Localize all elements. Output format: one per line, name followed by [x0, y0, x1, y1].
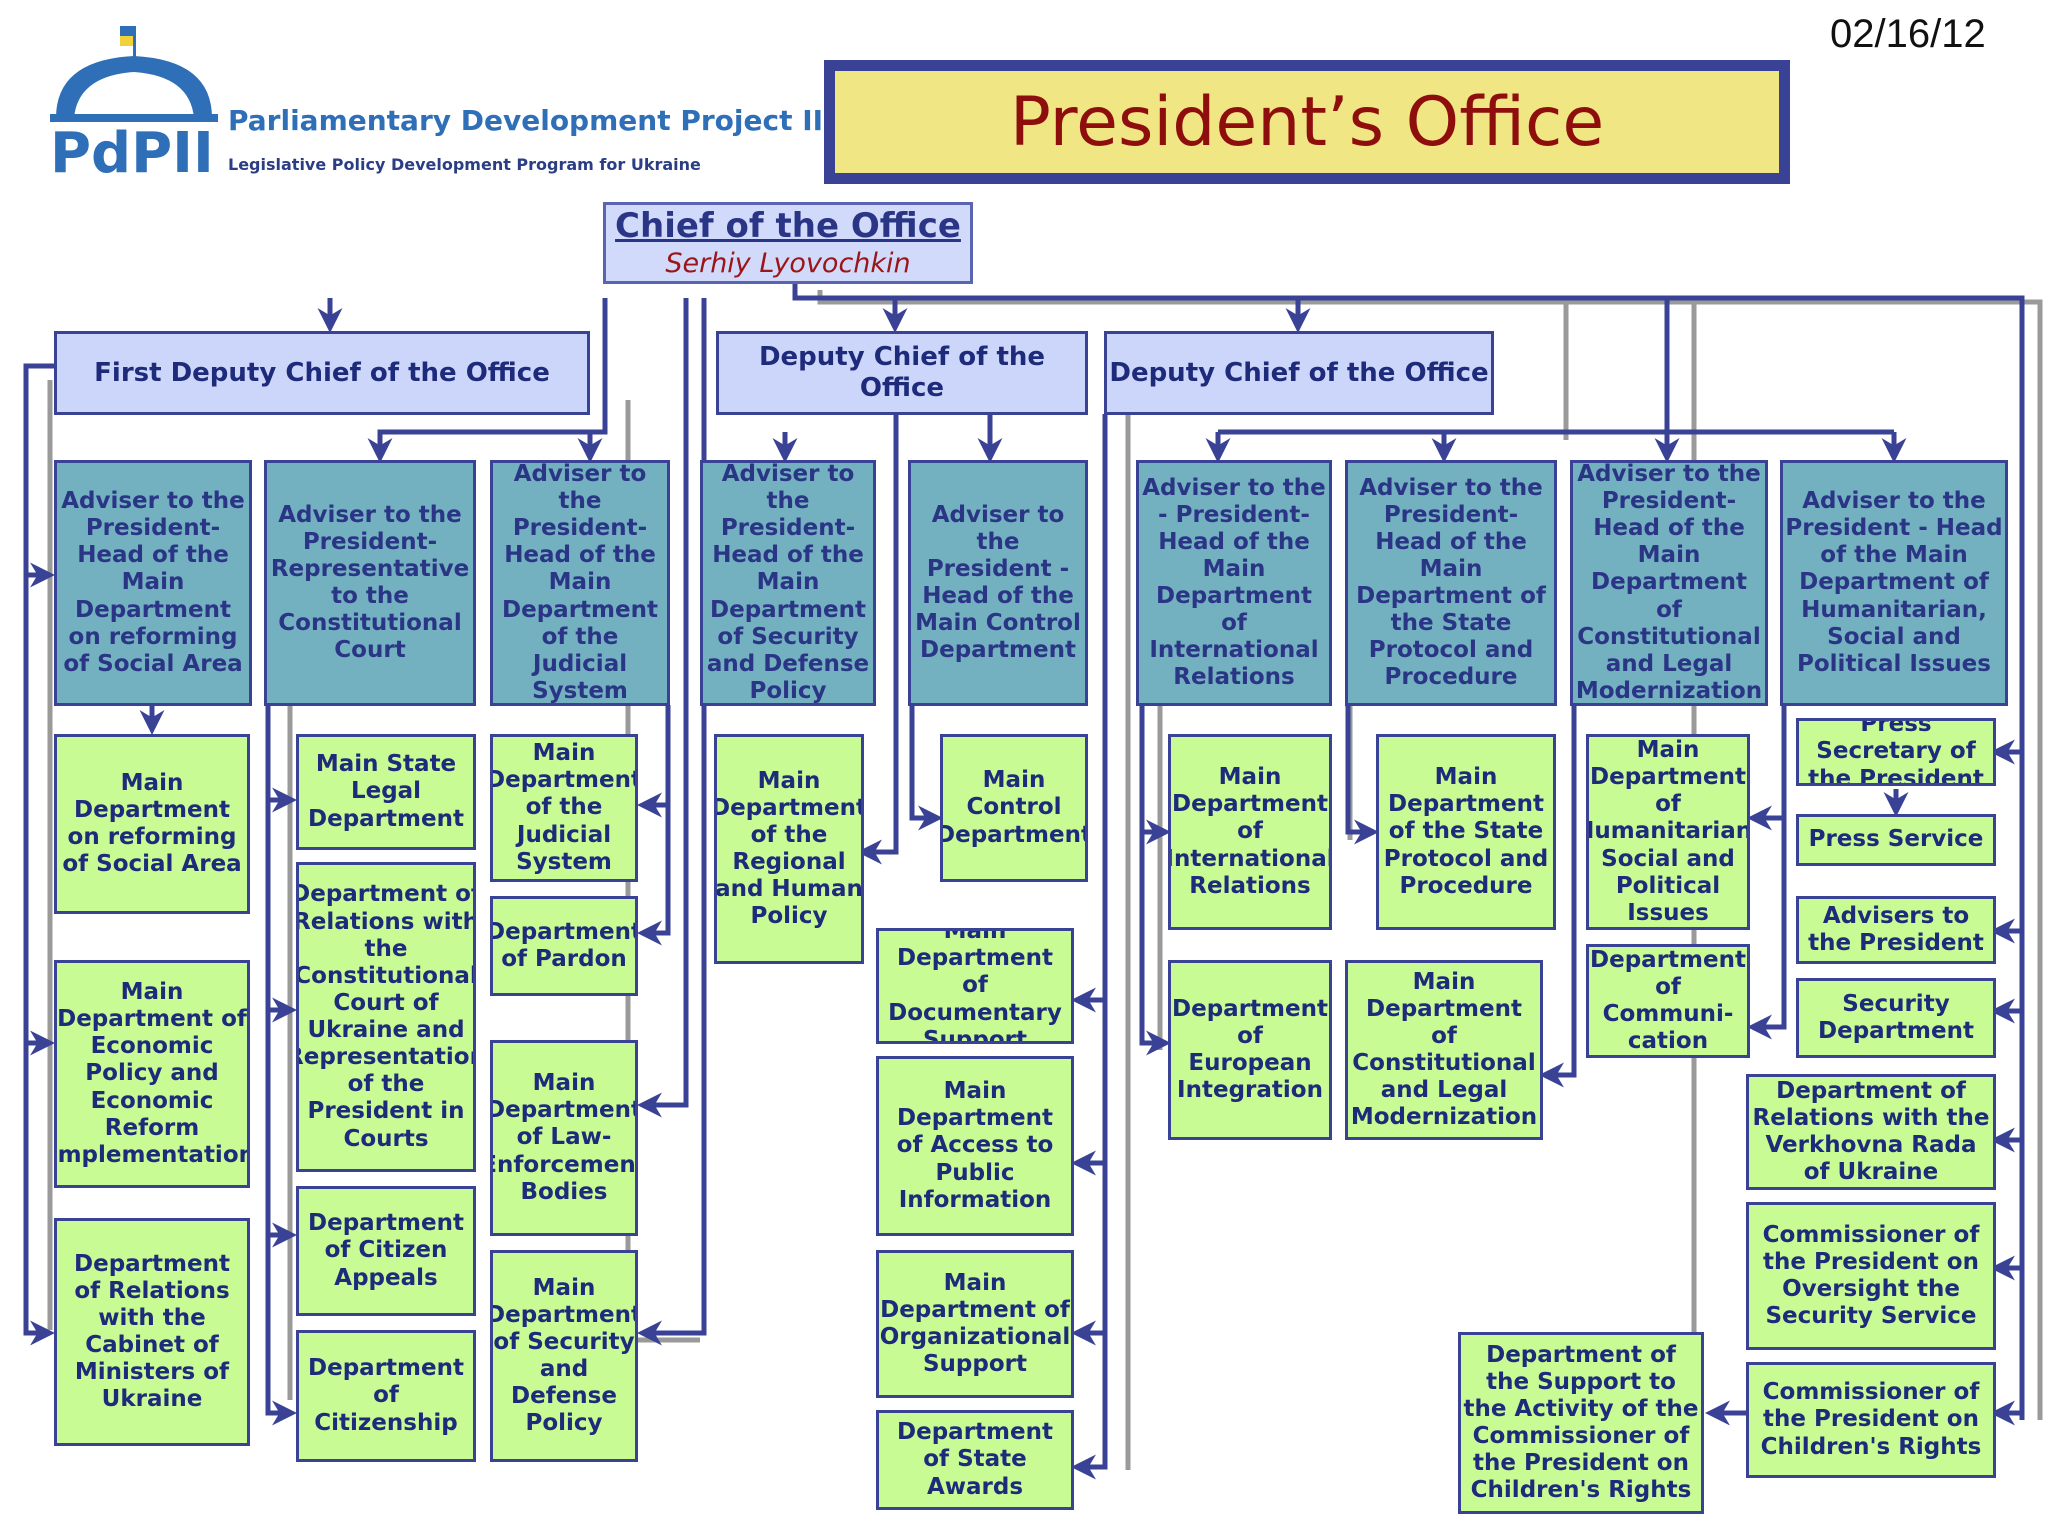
department-box: Department of European Integration — [1168, 960, 1332, 1140]
department-box: Main Department of Law-Enforcement Bodie… — [490, 1040, 638, 1236]
adviser-box: Adviser to the President - Head of the M… — [908, 460, 1088, 706]
adviser-box: Adviser to the President- Head of the Ma… — [700, 460, 876, 706]
department-box: Main Department of Access to Public Info… — [876, 1056, 1074, 1236]
department-box: Department of State Awards — [876, 1410, 1074, 1510]
chief-name: Serhiy Lyovochkin — [665, 248, 911, 280]
department-box: Press Secretary of the President — [1796, 718, 1996, 786]
deputy-box-first: First Deputy Chief of the Office — [54, 331, 590, 415]
department-box: Department of Relations with the Verkhov… — [1746, 1074, 1996, 1190]
deputy-box-second: Deputy Chief of the Office — [716, 331, 1088, 415]
department-box: Department of Citizen Appeals — [296, 1186, 476, 1316]
department-box: Department of Relations with the Constit… — [296, 862, 476, 1172]
org-subtitle: Legislative Policy Development Program f… — [228, 155, 701, 174]
page-title: President’s Office — [835, 71, 1779, 173]
adviser-box: Adviser to the President - Head of the M… — [1780, 460, 2008, 706]
department-box: Main Department of Organizational Suppor… — [876, 1250, 1074, 1398]
department-box: Department of the Support to the Activit… — [1458, 1332, 1704, 1514]
department-box: Department of Communi-cation — [1586, 944, 1750, 1058]
pdpii-logo: PdPII — [50, 26, 218, 176]
department-box: Main Department of Humanitarian, Social … — [1586, 734, 1750, 930]
department-box: Main Department on reforming of Social A… — [54, 734, 250, 914]
adviser-box: Adviser to the President- Head of the Ma… — [54, 460, 252, 706]
chief-title: Chief of the Office — [615, 206, 961, 247]
department-box: Main Department of the State Protocol an… — [1376, 734, 1556, 930]
logo-text: PdPII — [50, 121, 214, 176]
adviser-box: Adviser to the - President- Head of the … — [1136, 460, 1332, 706]
department-box: Main State Legal Department — [296, 734, 476, 850]
chief-box: Chief of the Office Serhiy Lyovochkin — [603, 202, 973, 284]
department-box: Main Department of Constitutional and Le… — [1345, 960, 1543, 1140]
department-box: Main Department of the Judicial System — [490, 734, 638, 882]
adviser-box: Adviser to the President- Head of the Ma… — [490, 460, 670, 706]
department-box: Main Department of Economic Policy and E… — [54, 960, 250, 1188]
adviser-box: Adviser to the President- Head of the Ma… — [1345, 460, 1557, 706]
deputy-box-third: Deputy Chief of the Office — [1104, 331, 1494, 415]
department-box: Main Department of Documentary Support — [876, 928, 1074, 1044]
department-box: Security Department — [1796, 978, 1996, 1058]
department-box: Main Department of the Regional and Huma… — [714, 734, 864, 964]
department-box: Commissioner of the President on Childre… — [1746, 1362, 1996, 1478]
department-box: Department of Pardon — [490, 896, 638, 996]
department-box: Main Department of International Relatio… — [1168, 734, 1332, 930]
department-box: Commissioner of the President on Oversig… — [1746, 1202, 1996, 1350]
department-box: Advisers to the President — [1796, 896, 1996, 964]
org-name: Parliamentary Development Project II — [228, 104, 824, 137]
department-box: Department of Relations with the Cabinet… — [54, 1218, 250, 1446]
adviser-box: Adviser to the President- Head of the Ma… — [1570, 460, 1768, 706]
department-box: Press Service — [1796, 814, 1996, 866]
adviser-box: Adviser to the President- Representative… — [264, 460, 476, 706]
date-label: 02/16/12 — [1830, 12, 1986, 56]
department-box: Main Department of Security and Defense … — [490, 1250, 638, 1462]
department-box: Main Control Department — [940, 734, 1088, 882]
department-box: Department of Citizenship — [296, 1330, 476, 1462]
title-banner: President’s Office — [824, 60, 1790, 184]
